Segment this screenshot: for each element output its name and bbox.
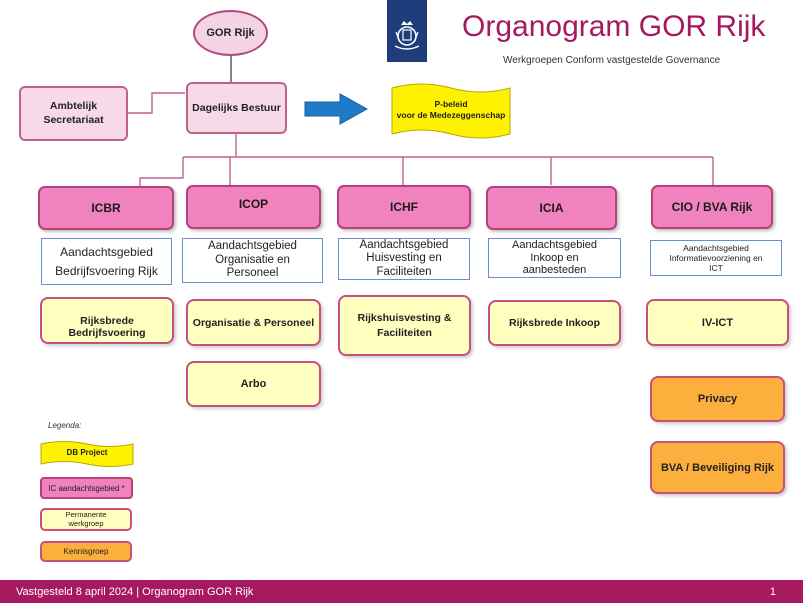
ic-node-icbr: ICBR [38, 186, 174, 230]
ic-label: ICHF [390, 200, 418, 214]
kennisgroep-label: Privacy [697, 393, 738, 405]
page-subtitle: Werkgroepen Conform vastgestelde Governa… [503, 55, 721, 66]
area-line: Aandachtsgebied [359, 239, 449, 252]
legend-ic: IC aandachtsgebied * [40, 477, 133, 499]
secretariaat-line1: Ambtelijk [49, 99, 98, 112]
workgroup-organisatie-personeel: Organisatie & Personeel [186, 299, 321, 346]
area-line: Informatievoorziening en [669, 252, 763, 263]
area-line: Personeel [226, 267, 279, 280]
page-title: Organogram GOR Rijk [462, 10, 766, 43]
legend-wave-shape [40, 441, 134, 467]
gor-rijk-label: GOR Rijk [206, 27, 255, 39]
area-line: Aandachtsgebied [60, 244, 153, 259]
legend-db-project: DB Project [40, 440, 134, 468]
dagelijks-bestuur-label: Dagelijks Bestuur [192, 102, 281, 114]
area-box-icbr: Aandachtsgebied Bedrijfsvoering Rijk [41, 238, 172, 285]
gor-rijk-node: GOR Rijk [193, 10, 268, 56]
kennisgroep-bva-beveiliging: BVA / Beveiliging Rijk [650, 441, 785, 494]
ic-label: ICOP [238, 197, 269, 211]
legend-kennisgroep-label: Kennisgroep [63, 547, 109, 556]
workgroup-label: Arbo [240, 378, 267, 390]
workgroup-label: IV-ICT [701, 316, 734, 329]
crest-icon [394, 21, 420, 50]
page-number: 1 [769, 585, 776, 598]
arrow-right-icon [304, 93, 369, 125]
wave-banner-shape [391, 83, 511, 139]
workgroup-label-line2: Faciliteiten [377, 326, 432, 339]
legend-ic-label: IC aandachtsgebied * [48, 483, 125, 493]
workgroup-label: Rijksbrede Bedrijfsvoering [68, 315, 146, 339]
area-line: ICT [709, 263, 723, 274]
legend-kennisgroep: Kennisgroep [40, 541, 132, 562]
p-beleid-line1: P-beleid [434, 99, 468, 109]
area-line: Huisvesting en [366, 252, 442, 265]
ic-node-icia: ICIA [486, 186, 617, 230]
ic-node-icop: ICOP [186, 185, 321, 229]
ic-label: ICBR [91, 201, 121, 215]
kennisgroep-label: BVA / Beveiliging Rijk [660, 461, 775, 474]
area-line: Aandachtsgebied [683, 242, 749, 253]
legend-title: Legenda: [48, 421, 82, 430]
workgroup-rijksbrede-inkoop: Rijksbrede Inkoop [488, 300, 621, 346]
area-line: Organisatie en [215, 253, 290, 266]
area-line: Inkoop en [530, 251, 579, 264]
kennisgroep-privacy: Privacy [650, 376, 785, 422]
p-beleid-node: P-beleid voor de Medezeggenschap [390, 82, 512, 140]
ic-label: CIO / BVA Rijk [671, 200, 753, 214]
ic-label: ICIA [539, 201, 564, 215]
legend-perm-line2: werkgroep [68, 518, 104, 528]
workgroup-label-line1: Rijkshuisvesting & [357, 311, 452, 324]
p-beleid-line2: voor de Medezeggenschap [396, 110, 506, 121]
workgroup-iv-ict: IV-ICT [646, 299, 789, 346]
workgroup-rijksbrede-bedrijfsvoering: Rijksbrede Bedrijfsvoering [40, 297, 174, 344]
area-line: Aandachtsgebied [208, 240, 297, 253]
workgroup-arbo: Arbo [186, 361, 321, 407]
ic-node-cio-bva: CIO / BVA Rijk [651, 185, 773, 229]
legend-permanente-werkgroep: Permanente werkgroep [40, 508, 132, 531]
area-line: aanbesteden [522, 264, 587, 277]
area-box-cio-bva: Aandachtsgebied Informatievoorziening en… [650, 240, 782, 276]
footer-text: Vastgesteld 8 april 2024 | Organogram GO… [16, 585, 254, 598]
ambtelijk-secretariaat-node: Ambtelijk Secretariaat [19, 86, 128, 141]
ic-node-ichf: ICHF [337, 185, 471, 229]
legend-perm-line1: Permanente [65, 510, 107, 520]
area-line: Faciliteiten [376, 265, 432, 278]
workgroup-rijkshuisvesting-faciliteiten: Rijkshuisvesting & Faciliteiten [338, 295, 471, 356]
area-box-icop: Aandachtsgebied Organisatie en Personeel [182, 238, 323, 283]
area-box-icia: Aandachtsgebied Inkoop en aanbesteden [488, 238, 621, 278]
area-line: Bedrijfsvoering Rijk [55, 263, 158, 278]
area-line: Aandachtsgebied [511, 239, 597, 252]
rijksoverheid-logo [387, 0, 427, 62]
dagelijks-bestuur-node: Dagelijks Bestuur [186, 82, 287, 134]
footer-bar: Vastgesteld 8 april 2024 | Organogram GO… [0, 580, 803, 603]
area-box-ichf: Aandachtsgebied Huisvesting en Facilitei… [338, 238, 470, 280]
legend-db-project-label: DB Project [66, 448, 108, 457]
workgroup-label: Organisatie & Personeel [192, 316, 315, 329]
workgroup-label: Rijksbrede Inkoop [508, 317, 601, 329]
secretariaat-line2: Secretariaat [43, 113, 104, 126]
